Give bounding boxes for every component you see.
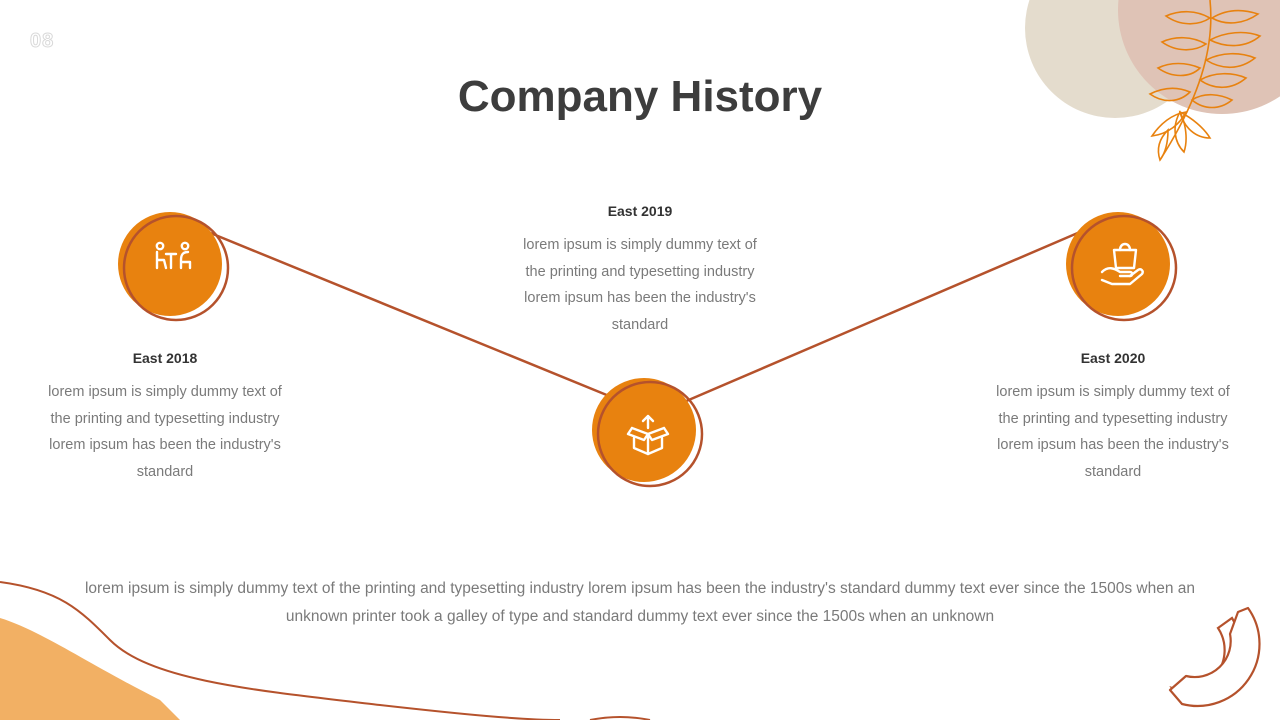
milestone-2019-text: lorem ipsum is simply dummy text of the … xyxy=(523,237,757,333)
milestone-2018-title: East 2018 xyxy=(132,350,198,366)
timeline-connector xyxy=(207,230,1081,404)
footer-paragraph: lorem ipsum is simply dummy text of the … xyxy=(84,580,1196,625)
milestone-2020-badge xyxy=(1066,212,1178,322)
orange-wave xyxy=(0,618,180,720)
people-desk-icon xyxy=(155,241,192,270)
milestone-2019-badge xyxy=(592,378,704,488)
wave-line-end xyxy=(589,716,651,720)
hand-shopping-bag-icon xyxy=(1100,242,1144,286)
page-title: Company History xyxy=(457,72,823,121)
slide-number: 08 xyxy=(29,30,55,53)
wave-line xyxy=(0,581,561,720)
milestone-2020-text: lorem ipsum is simply dummy text of the … xyxy=(996,384,1230,480)
open-box-icon xyxy=(626,414,670,456)
milestone-2020-title: East 2020 xyxy=(1080,350,1146,366)
pink-blob xyxy=(1118,0,1280,114)
milestone-2019-title: East 2019 xyxy=(607,203,673,219)
milestone-2018-badge xyxy=(118,212,230,322)
milestone-2018-text: lorem ipsum is simply dummy text of the … xyxy=(48,384,282,480)
ring-arc-icon xyxy=(1168,606,1261,707)
leaf-branch-icon xyxy=(1148,0,1262,162)
